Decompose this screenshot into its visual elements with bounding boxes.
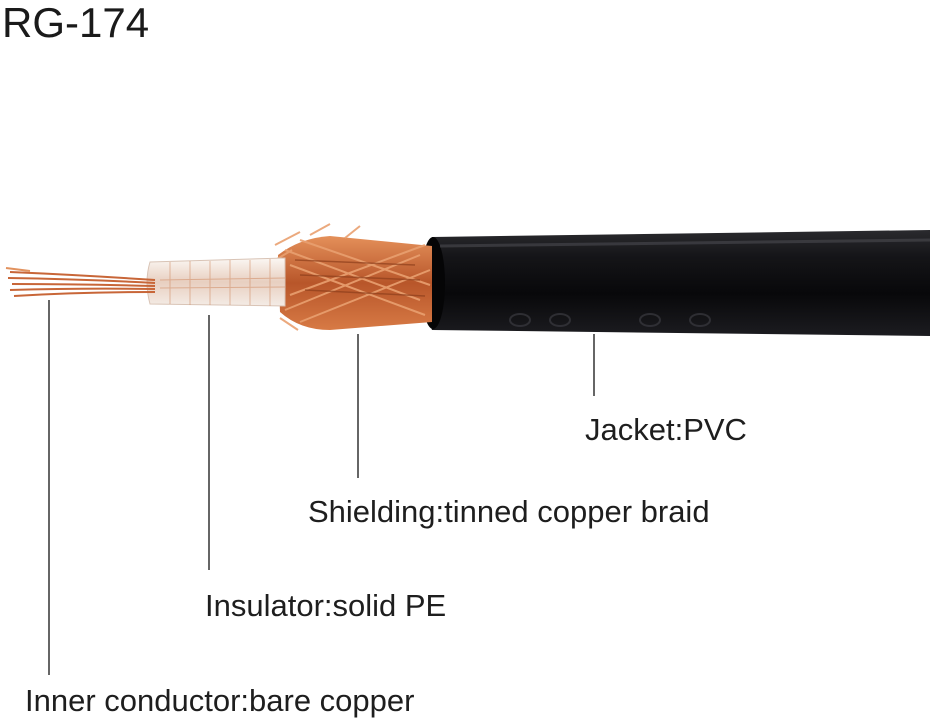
inner-conductor [5,267,156,297]
jacket-label: Jacket:PVC [585,412,747,447]
shielding-braid [271,223,432,331]
insulator-section [146,257,286,307]
leader-lines [48,300,595,675]
insulator-label: Insulator:solid PE [205,588,447,623]
cable-type-title: RG-174 [2,0,150,46]
inner-conductor-label: Inner conductor:bare copper [25,683,415,718]
jacket-section [421,230,930,336]
shielding-label: Shielding:tinned copper braid [308,494,710,529]
